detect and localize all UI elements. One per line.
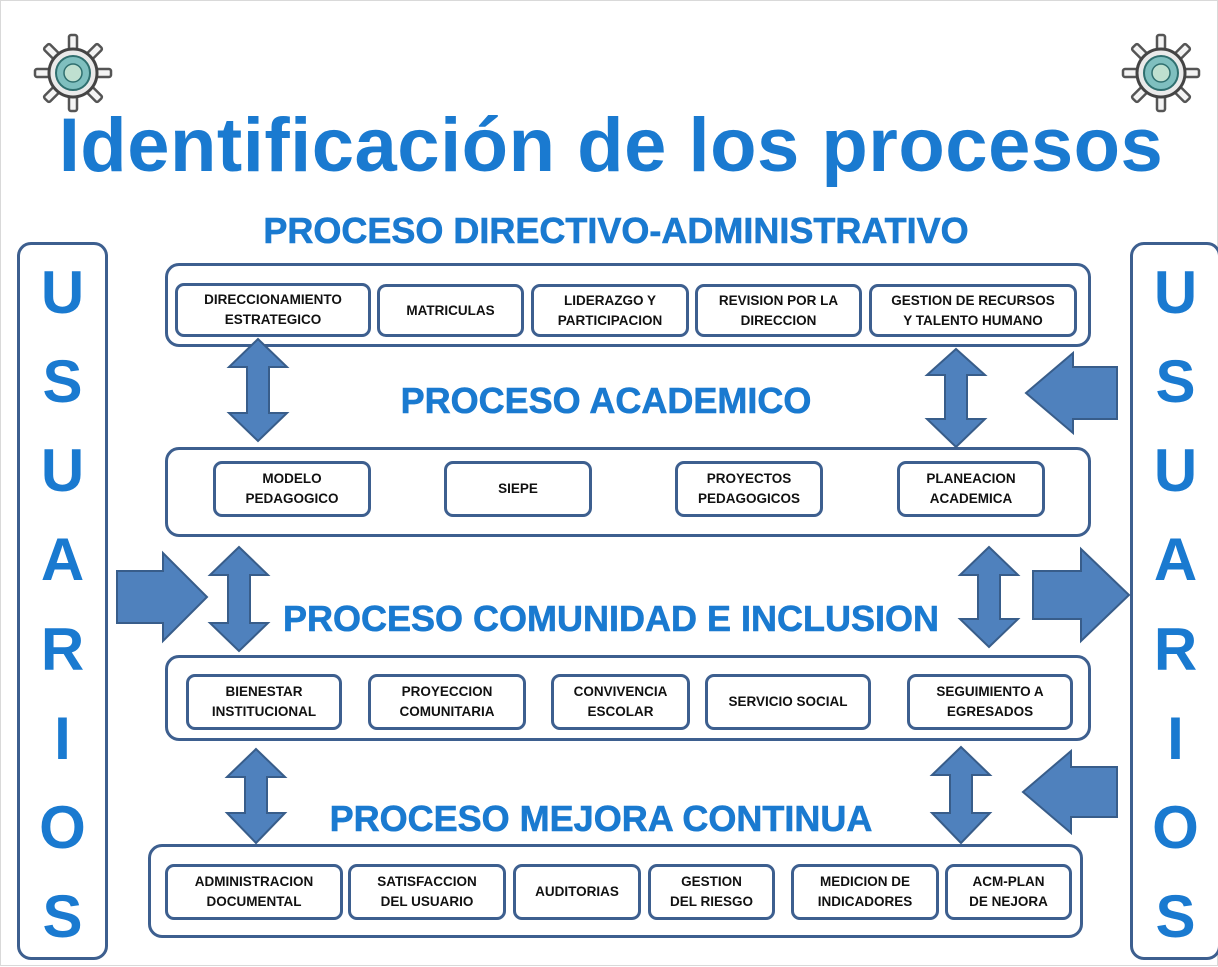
process-convivencia-escolar: CONVIVENCIA ESCOLAR — [551, 674, 690, 730]
usuarios-letter: U — [1153, 259, 1198, 326]
usuarios-letter: R — [1153, 615, 1198, 683]
process-satisfaccion-usuario: SATISFACCION DEL USUARIO — [348, 864, 506, 920]
page-title: Identificación de los procesos — [58, 103, 1164, 188]
double-arrow-icon — [957, 545, 1021, 649]
usuarios-letter: O — [39, 793, 86, 861]
process-matriculas: MATRICULAS — [377, 284, 524, 337]
process-auditorias: AUDITORIAS — [513, 864, 641, 920]
process-direccionamiento-estrategico: DIRECCIONAMIENTO ESTRATEGICO — [175, 283, 371, 337]
double-arrow-icon — [226, 337, 290, 443]
usuarios-letter: S — [1155, 882, 1196, 950]
usuarios-letter: I — [1167, 704, 1184, 772]
process-siepe: SIEPE — [444, 461, 592, 517]
process-modelo-pedagogico: MODELO PEDAGOGICO — [213, 461, 371, 517]
arrow-left-icon — [1021, 748, 1118, 836]
institution-seal-icon — [1121, 33, 1201, 113]
usuarios-letter: S — [42, 348, 83, 416]
process-servicio-social: SERVICIO SOCIAL — [705, 674, 871, 730]
usuarios-letter: O — [1152, 793, 1199, 861]
process-acm-plan-mejora: ACM-PLAN DE NEJORA — [945, 864, 1072, 920]
institution-logo-left — [33, 33, 113, 113]
usuarios-letter: A — [1153, 526, 1198, 594]
process-proyectos-pedagogicos: PROYECTOS PEDAGOGICOS — [675, 461, 823, 517]
usuarios-letter: U — [1153, 437, 1198, 505]
usuarios-letter: I — [54, 704, 71, 772]
usuarios-letter: S — [1155, 348, 1196, 416]
process-liderazgo-participacion: LIDERAZGO Y PARTICIPACION — [531, 284, 689, 337]
process-proyeccion-comunitaria: PROYECCION COMUNITARIA — [368, 674, 526, 730]
section-title-academico: PROCESO ACADEMICO — [400, 380, 812, 421]
section-title-mejora: PROCESO MEJORA CONTINUA — [329, 798, 873, 839]
process-revision-direccion: REVISION POR LA DIRECCION — [695, 284, 862, 337]
usuarios-letter: A — [40, 526, 85, 594]
arrow-right-icon — [1032, 546, 1131, 644]
process-gestion-riesgo: GESTION DEL RIESGO — [648, 864, 775, 920]
process-gestion-recursos: GESTION DE RECURSOS Y TALENTO HUMANO — [869, 284, 1077, 337]
section-title-directivo: PROCESO DIRECTIVO-ADMINISTRATIVO — [263, 210, 969, 251]
process-medicion-indicadores: MEDICION DE INDICADORES — [791, 864, 939, 920]
usuarios-letter: S — [42, 882, 83, 950]
arrow-right-icon — [116, 550, 209, 644]
usuarios-letter: U — [40, 259, 85, 326]
process-planeacion-academica: PLANEACION ACADEMICA — [897, 461, 1045, 517]
process-bienestar-institucional: BIENESTAR INSTITUCIONAL — [186, 674, 342, 730]
process-seguimiento-egresados: SEGUIMIENTO A EGRESADOS — [907, 674, 1073, 730]
arrow-left-icon — [1024, 350, 1118, 436]
usuarios-letter: R — [40, 615, 85, 683]
institution-logo-right — [1121, 33, 1201, 113]
usuarios-letter: U — [40, 437, 85, 505]
double-arrow-icon — [207, 545, 271, 653]
double-arrow-icon — [929, 745, 993, 845]
section-title-comunidad: PROCESO COMUNIDAD E INCLUSION — [282, 598, 940, 639]
institution-seal-icon — [33, 33, 113, 113]
double-arrow-icon — [924, 347, 988, 449]
process-administracion-documental: ADMINISTRACION DOCUMENTAL — [165, 864, 343, 920]
